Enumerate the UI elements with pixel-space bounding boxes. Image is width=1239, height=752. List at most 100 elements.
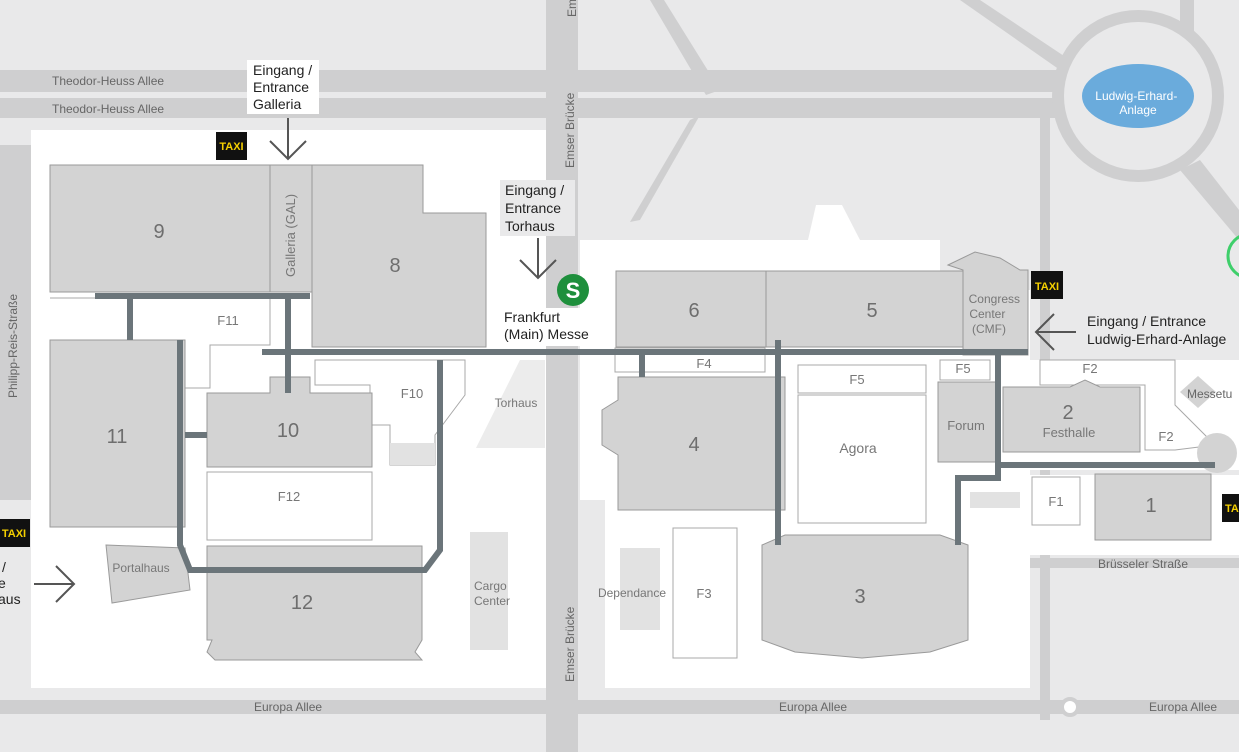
f2a-label: F2 (1082, 361, 1097, 376)
area-labels: F11 F10 F12 F4 F5 F5 F3 F1 F2 F2 Galleri… (112, 194, 1173, 608)
label-messetu: Messetu (1187, 387, 1232, 401)
hall-8-label: 8 (389, 255, 400, 277)
label-europa-allee-3: Europa Allee (1149, 700, 1217, 714)
entrance-portalhaus-label[interactable]: / e aus (0, 559, 21, 607)
svg-text:TAXI: TAXI (1035, 281, 1059, 293)
entrances: Eingang / Entrance Galleria Eingang / En… (0, 60, 1227, 607)
area-f12[interactable] (206, 471, 373, 541)
portalhaus-building[interactable] (105, 544, 191, 604)
s-bahn-station[interactable]: S Frankfurt (Main) Messe (500, 274, 596, 346)
label-emser-bruecke-top: Emser Brücke (563, 92, 577, 168)
hall-11[interactable] (49, 339, 186, 528)
east-service-building (970, 492, 1020, 508)
taxi-sign-icon: TAXI (1031, 271, 1063, 299)
agora-label: Agora (839, 440, 877, 456)
entrance-galleria-label[interactable]: Eingang / Entrance Galleria (253, 62, 316, 112)
entrance-galleria-box (247, 60, 319, 114)
entrance-torhaus-label[interactable]: Eingang / Entrance Torhaus (505, 182, 568, 234)
label-europa-allee-1: Europa Allee (254, 700, 322, 714)
galleria-building[interactable] (269, 164, 313, 293)
s-bahn-icon[interactable] (557, 274, 589, 306)
area-f5a[interactable] (797, 364, 927, 394)
dependance-building[interactable] (620, 548, 660, 630)
f12-label: F12 (278, 489, 300, 504)
europa-allee-road (0, 700, 1239, 714)
arrow-icon (269, 118, 307, 161)
area-f1[interactable] (1031, 476, 1081, 526)
torhaus-ramp (476, 360, 545, 448)
arrow-icon (34, 565, 76, 603)
area-f3[interactable] (672, 527, 738, 659)
f10-label: F10 (401, 386, 423, 401)
lake-label: Ludwig-Erhard- Anlage (1095, 89, 1180, 117)
label-theodor-heuss-2: Theodor-Heuss Allee (52, 102, 164, 116)
f4-label: F4 (696, 356, 711, 371)
galleria-label: Galleria (GAL) (283, 194, 298, 277)
hall-12[interactable] (206, 545, 424, 661)
hall-3-label: 3 (854, 586, 865, 608)
label-emser-bruecke-bottom: Emser Brücke (563, 606, 577, 682)
torhaus-label: Torhaus (495, 396, 538, 410)
messeturm-marker (1180, 376, 1216, 408)
diagonal-road-2 (630, 115, 700, 222)
taxi-sign-icon: TA (1222, 494, 1239, 522)
hall-12-label: 12 (291, 592, 313, 614)
forum-building[interactable] (937, 381, 999, 463)
hall-5[interactable] (765, 270, 967, 348)
buildings (49, 164, 1237, 661)
hall-4-label: 4 (688, 434, 699, 456)
taxi-signs: TAXI TAXI TAXI TA (0, 132, 1239, 547)
forum-label: Forum (947, 418, 985, 433)
bruesseler-road (1030, 558, 1239, 568)
diagonal-road-1 (650, 0, 720, 95)
hall-9-label: 9 (153, 221, 164, 243)
hall-1[interactable] (1094, 473, 1212, 541)
s-bahn-edge-marker (1226, 235, 1239, 277)
hall-2[interactable] (1002, 379, 1141, 453)
hall-9[interactable] (49, 164, 271, 293)
europa-node (1060, 697, 1080, 717)
hall-1-label: 1 (1145, 495, 1156, 517)
area-f5b[interactable] (939, 359, 991, 381)
hall-labels: 9 8 11 10 12 6 5 4 3 2 1 (107, 221, 1157, 614)
philipp-reis-road (0, 145, 32, 500)
service-building (390, 443, 435, 465)
f11-label: F11 (217, 313, 238, 328)
station-name-label: Frankfurt (Main) Messe (504, 309, 589, 342)
emser-bruecke-road (546, 0, 578, 752)
congress-center[interactable] (946, 251, 1029, 356)
label-europa-allee-2: Europa Allee (779, 700, 847, 714)
cargo-center-building[interactable] (470, 532, 508, 650)
s-bahn-symbol: S (566, 278, 581, 303)
walkway-loop-west (177, 340, 443, 573)
cargo-center-label: Cargo Center (474, 579, 510, 608)
hall-2-label: 2 (1062, 402, 1073, 424)
hall-4[interactable] (601, 376, 786, 511)
entrance-ludwig-erhard-label[interactable]: Eingang / Entrance Ludwig-Erhard-Anlage (1087, 313, 1227, 347)
congress-center-label: Congress Center (CMF) (969, 292, 1024, 336)
hall-6-label: 6 (688, 300, 699, 322)
ludwig-erhard-anlage-lake (1082, 64, 1194, 128)
portalhaus-label: Portalhaus (112, 561, 169, 575)
arrow-icon (519, 238, 557, 280)
arrow-icon (1034, 313, 1076, 351)
f1-label: F1 (1048, 494, 1063, 509)
svg-text:TA: TA (1225, 503, 1239, 515)
hall-11-label: 11 (107, 426, 128, 448)
hall-8[interactable] (311, 164, 487, 348)
hall-5-label: 5 (866, 300, 877, 322)
hall-3[interactable] (761, 534, 969, 659)
f2b-label: F2 (1158, 429, 1173, 444)
label-bruesseler: Brüsseler Straße (1098, 557, 1188, 571)
hall-6[interactable] (615, 270, 767, 348)
road-labels: Theodor-Heuss Allee Theodor-Heuss Allee … (6, 0, 1232, 714)
taxi-sign-icon: TAXI (216, 132, 247, 160)
taxi-sign-icon: TAXI (0, 519, 30, 547)
svg-text:TAXI: TAXI (2, 528, 26, 540)
fairground-east-notch (808, 205, 860, 240)
hall-10[interactable] (206, 376, 373, 468)
svg-text:TAXI: TAXI (219, 141, 243, 153)
entrance-torhaus-box (500, 180, 575, 236)
area-agora[interactable] (797, 394, 927, 524)
